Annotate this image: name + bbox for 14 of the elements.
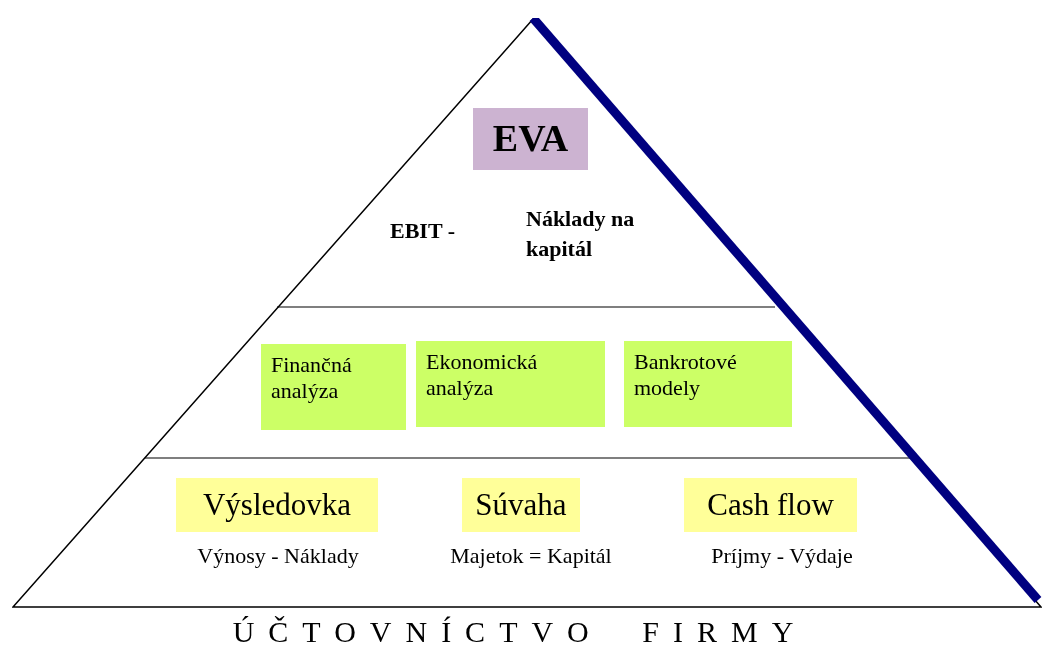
formula-text: Majetok = Kapitál — [449, 543, 613, 569]
statement-box: Cash flow — [684, 478, 857, 532]
formula-text: EBIT - — [390, 217, 456, 245]
formula-text: Príjmy - Výdaje — [710, 543, 854, 569]
method-box: Bankrotové modely — [624, 341, 792, 427]
formula-text: Výnosy - Náklady — [196, 543, 360, 569]
method-box: Finančná analýza — [261, 344, 406, 430]
statement-box: Súvaha — [462, 478, 580, 532]
statement-box: Výsledovka — [176, 478, 378, 532]
method-box: Ekonomická analýza — [416, 341, 605, 427]
formula-text: Náklady na kapitál — [526, 205, 636, 263]
title-box: EVA — [473, 108, 588, 170]
pyramid-caption: ÚČTOVNÍCTVO FIRMY — [231, 614, 809, 648]
pyramid-drawing — [12, 18, 1042, 608]
